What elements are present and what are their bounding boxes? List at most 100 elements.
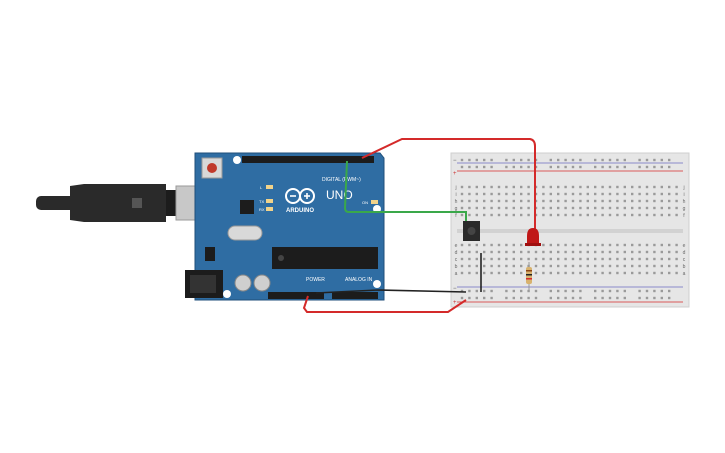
breadboard-hole: [623, 243, 626, 247]
breadboard-hole: [616, 192, 619, 196]
breadboard-hole: [549, 296, 552, 300]
breadboard-hole: [645, 264, 649, 268]
breadboard-hole: [571, 192, 575, 196]
breadboard-hole: [557, 165, 560, 169]
reset-button-icon[interactable]: [201, 157, 223, 179]
breadboard-hole: [483, 257, 486, 261]
breadboard-hole: [579, 158, 582, 162]
breadboard-hole: [534, 271, 538, 275]
breadboard-hole: [675, 206, 678, 210]
breadboard-hole: [483, 158, 486, 162]
analog-header: [332, 292, 378, 299]
breadboard-hole: [579, 250, 582, 254]
breadboard-hole: [608, 264, 612, 268]
breadboard-hole: [594, 165, 597, 169]
breadboard-hole: [608, 213, 612, 217]
breadboard-hole: [460, 296, 464, 300]
breadboard-hole: [675, 264, 678, 268]
breadboard-hole: [601, 243, 604, 247]
breadboard-hole: [490, 264, 493, 268]
rail-plus-top: +: [453, 171, 457, 177]
breadboard-hole: [520, 165, 523, 169]
breadboard-hole: [520, 250, 523, 254]
breadboard-hole: [631, 271, 634, 275]
breadboard-hole: [527, 185, 530, 189]
breadboard-row-letter: j: [454, 185, 456, 191]
breadboard-hole: [601, 264, 604, 268]
crystal-oscillator: [227, 225, 263, 241]
breadboard-hole: [520, 257, 523, 261]
usb-chip: [240, 200, 254, 214]
breadboard-hole: [631, 199, 634, 203]
capacitor: [253, 274, 271, 292]
breadboard-hole: [675, 192, 678, 196]
breadboard-hole: [623, 165, 626, 169]
breadboard-hole: [616, 296, 619, 300]
breadboard-hole: [557, 213, 560, 217]
breadboard-hole: [579, 264, 582, 268]
breadboard-hole: [579, 257, 582, 261]
breadboard-hole: [520, 158, 523, 162]
breadboard-hole: [579, 192, 582, 196]
breadboard-hole: [557, 199, 560, 203]
breadboard-hole: [638, 243, 641, 247]
pushbutton-icon[interactable]: [463, 221, 480, 241]
breadboard-hole: [468, 165, 471, 169]
breadboard-hole: [505, 243, 508, 247]
breadboard-hole: [460, 289, 464, 293]
breadboard-hole: [564, 158, 567, 162]
breadboard-hole: [623, 296, 626, 300]
breadboard-hole: [601, 165, 604, 169]
breadboard-hole: [638, 199, 641, 203]
breadboard-hole: [490, 192, 493, 196]
breadboard-row-letter: d: [683, 250, 686, 256]
breadboard-hole: [645, 192, 649, 196]
breadboard-hole: [638, 213, 641, 217]
power-header: [268, 292, 324, 299]
breadboard-hole: [490, 213, 493, 217]
breadboard-hole: [468, 199, 471, 203]
led-icon: [525, 228, 541, 246]
breadboard-hole: [549, 289, 552, 293]
breadboard-hole: [534, 296, 538, 300]
breadboard-hole: [549, 192, 552, 196]
breadboard-hole: [483, 289, 486, 293]
breadboard-hole: [645, 185, 649, 189]
breadboard-hole: [512, 165, 515, 169]
breadboard-hole: [520, 206, 523, 210]
breadboard-hole: [579, 271, 582, 275]
breadboard-hole: [571, 289, 575, 293]
breadboard-hole: [601, 257, 604, 261]
breadboard-hole: [505, 206, 508, 210]
breadboard-row-letter: e: [683, 243, 686, 249]
breadboard-hole: [512, 243, 515, 247]
breadboard-hole: [608, 250, 612, 254]
breadboard-hole: [601, 158, 604, 162]
breadboard-hole: [571, 185, 575, 189]
breadboard-hole: [675, 199, 678, 203]
breadboard-row-letter: g: [683, 206, 686, 212]
breadboard-hole: [527, 250, 530, 254]
breadboard-hole: [601, 192, 604, 196]
breadboard-hole: [660, 199, 663, 203]
breadboard-hole: [549, 257, 552, 261]
breadboard-hole: [571, 257, 575, 261]
breadboard-hole: [490, 250, 493, 254]
breadboard-hole: [616, 199, 619, 203]
breadboard-hole: [601, 271, 604, 275]
breadboard-hole: [468, 243, 471, 247]
breadboard-hole: [549, 243, 552, 247]
breadboard-hole: [608, 271, 612, 275]
breadboard-hole: [668, 289, 671, 293]
rail-minus-top: −: [453, 158, 457, 164]
breadboard-hole: [527, 165, 530, 169]
breadboard-hole: [594, 250, 597, 254]
breadboard-hole: [571, 165, 575, 169]
power-jack-icon: [185, 270, 223, 298]
breadboard-hole: [571, 158, 575, 162]
breadboard-hole: [557, 185, 560, 189]
breadboard-row-letter: c: [683, 257, 686, 263]
breadboard-hole: [660, 185, 663, 189]
breadboard-hole: [638, 264, 641, 268]
breadboard-hole: [483, 271, 486, 275]
